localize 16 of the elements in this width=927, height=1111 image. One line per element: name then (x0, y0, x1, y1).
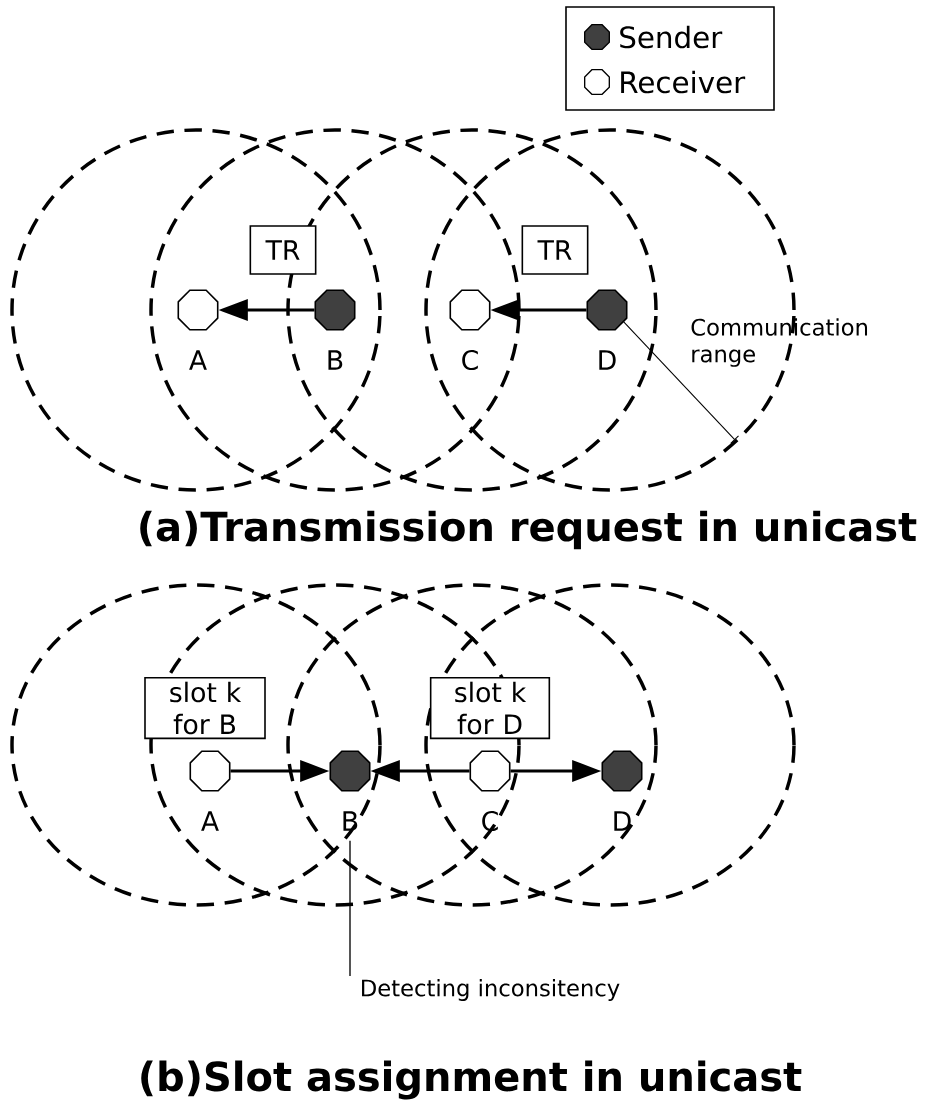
node-letter: D (599, 350, 616, 370)
node-letter: A (201, 811, 219, 831)
legend-label: Receiver (621, 70, 746, 94)
label-box: slot k for D (429, 676, 551, 740)
node-letter: A (189, 350, 207, 370)
node-letter: C (462, 349, 478, 371)
node-letter: B (328, 350, 343, 370)
legend-label: Sender (620, 25, 723, 49)
panel-caption: (a)Transmission request in unicast (140, 510, 917, 550)
panel-caption: (b)Slot assignment in unicast (141, 1060, 802, 1100)
label-box: TR (249, 225, 317, 275)
node-letter: D (614, 811, 631, 831)
label-box: TR (521, 225, 589, 275)
leader-line (349, 840, 351, 977)
annotation-text: Detecting inconsitency (362, 979, 620, 1001)
label-box: slot k for B (144, 676, 266, 740)
